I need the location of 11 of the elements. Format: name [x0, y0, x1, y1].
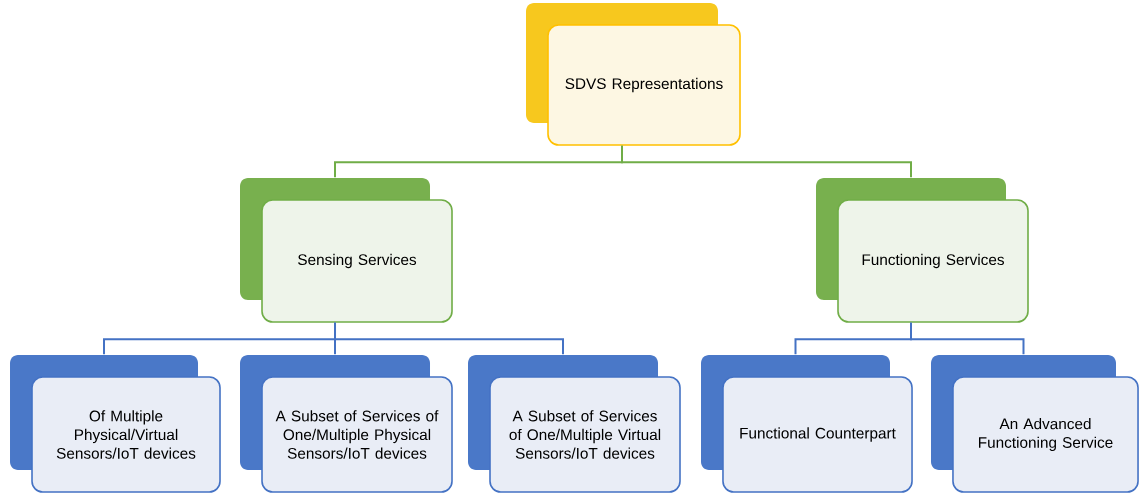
org-chart-box: A Subset of Services of One/Multiple Physical Sensors/IoT devices [240, 355, 453, 493]
org-chart-box: Functioning Services [816, 178, 1029, 323]
org-chart-box: Sensing Services [240, 178, 453, 323]
connector-line [910, 321, 1025, 356]
connector-line [621, 144, 912, 179]
org-chart-box: SDVS Representations [526, 3, 741, 146]
connector-line [334, 321, 564, 356]
org-chart-box: Functional Counterpart [701, 355, 913, 493]
org-chart-box: An Advanced Functioning Service [931, 355, 1139, 493]
org-chart-box: A Subset of Services of One/Multiple Virtual Sensors/IoT devices [468, 355, 681, 493]
org-chart-box: Of Multiple Physical/Virtual Sensors/IoT devices [10, 355, 221, 493]
